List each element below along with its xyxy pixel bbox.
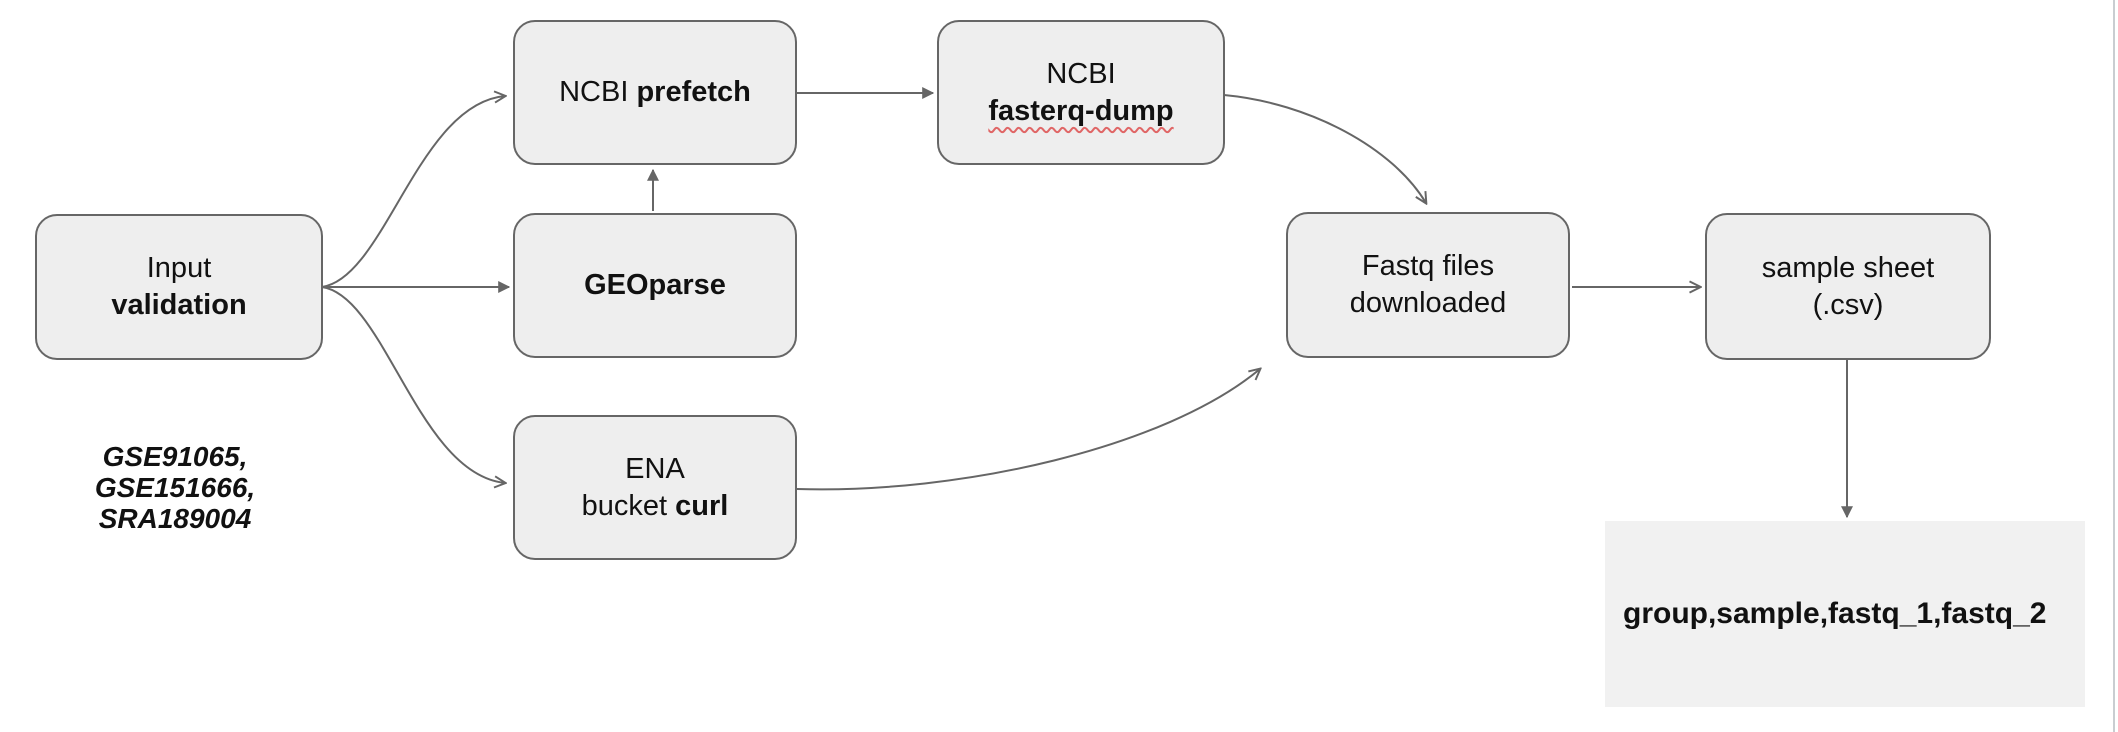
label-part-bold: prefetch <box>636 76 751 108</box>
node-ncbi-prefetch[interactable]: NCBI prefetch <box>513 20 797 165</box>
node-label: NCBI prefetch <box>515 74 795 111</box>
node-label: ENA bucket curl <box>515 451 795 525</box>
label-line-regular: Fastq files <box>1361 250 1495 282</box>
node-label: Input validation <box>37 250 321 324</box>
edge-ena-to-fastqfiles[interactable] <box>796 369 1260 491</box>
edge-input-to-ena[interactable] <box>321 286 505 483</box>
accession-line: GSE91065, <box>102 441 248 472</box>
label-line-regular: (.csv) <box>1812 288 1884 321</box>
label-line-regular: downloaded <box>1349 287 1507 319</box>
label-part-regular: NCBI <box>559 76 637 108</box>
edge-fasterqdump-to-fastqfiles[interactable] <box>1223 94 1426 203</box>
edge-input-to-prefetch[interactable] <box>321 96 505 288</box>
node-label: Fastq files downloaded <box>1288 248 1568 322</box>
label-line-bold: validation <box>111 289 247 321</box>
label-part-bold: GEOparse <box>584 269 726 301</box>
node-input-validation[interactable]: Input validation <box>35 214 323 360</box>
node-fastq-files-downloaded[interactable]: Fastq files downloaded <box>1286 212 1570 358</box>
node-ena-bucket-curl[interactable]: ENA bucket curl <box>513 415 797 560</box>
label-line-regular: Input <box>146 252 212 284</box>
label-line-regular: NCBI <box>1046 57 1116 90</box>
accession-line: SRA189004 <box>98 503 252 534</box>
csv-preview-box[interactable]: group,sample,fastq_1,fastq_2 <box>1605 521 2085 707</box>
node-geoparse[interactable]: GEOparse <box>513 213 797 358</box>
node-label: NCBI fasterq-dump <box>939 56 1223 130</box>
window-edge-line <box>2113 0 2115 732</box>
label-line-bold-spellcheck: fasterq-dump <box>988 94 1174 127</box>
label-line-regular: sample sheet <box>1761 251 1935 284</box>
accession-line: GSE151666, <box>94 472 256 503</box>
node-sample-sheet-csv[interactable]: sample sheet (.csv) <box>1705 213 1991 360</box>
node-label: GEOparse <box>515 267 795 304</box>
label-line-regular: ENA <box>625 452 685 485</box>
label-part-bold: curl <box>675 489 729 522</box>
csv-header-text: group,sample,fastq_1,fastq_2 <box>1623 597 2047 630</box>
node-ncbi-fasterq-dump[interactable]: NCBI fasterq-dump <box>937 20 1225 165</box>
node-label: sample sheet (.csv) <box>1707 250 1989 324</box>
annotation-accession-ids[interactable]: GSE91065, GSE151666, SRA189004 <box>60 441 290 534</box>
label-part-regular: bucket <box>581 489 676 522</box>
